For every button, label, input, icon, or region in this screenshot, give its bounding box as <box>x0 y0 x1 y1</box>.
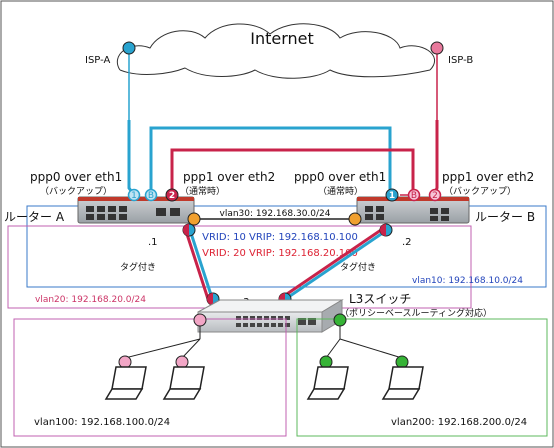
isp-b-node-icon <box>430 41 444 55</box>
l3-switch <box>197 299 344 333</box>
laptop-icon <box>381 366 424 400</box>
vlan100-box <box>13 318 287 437</box>
router-a-name: ルーター A <box>4 210 65 224</box>
vlan10-label: vlan10: 192.168.10.0/24 <box>412 276 523 286</box>
router-a-iface2-title: ppp1 over eth2 <box>183 170 275 184</box>
router-b-port1-label: 1 <box>389 191 395 201</box>
vlan200-host2-port-icon <box>395 355 409 369</box>
router-b-port-b-icon <box>407 188 421 202</box>
vlan10-box <box>26 205 547 288</box>
vlan30-label: vlan30: 192.168.30.0/24 <box>220 209 331 219</box>
router-b-iface1-sub: （通常時） <box>318 185 363 197</box>
vlan100-label: vlan100: 192.168.100.0/24 <box>34 417 170 428</box>
router-a-port2-label: 2 <box>169 191 175 201</box>
switch-vlan100-port-icon <box>193 313 207 327</box>
router-b-port2-label: 2 <box>432 191 438 201</box>
cross-link-blue <box>149 126 392 195</box>
router-a-port1-label: 1 <box>131 191 137 201</box>
router-b-port2-icon <box>428 188 442 202</box>
internet-label: Internet <box>250 29 314 48</box>
l3-switch-sub: （ポリシーベースルーティング対応） <box>340 307 492 319</box>
tagged-label-right: タグ付き <box>340 261 376 273</box>
vlan200-host1-port-icon <box>319 355 333 369</box>
router-b-iface1-title: ppp0 over eth1 <box>294 170 386 184</box>
router-a-port2-icon <box>165 188 179 202</box>
router-b-name: ルーター B <box>475 210 535 224</box>
router-a-port-b-label: B <box>148 191 154 201</box>
router-a-iface1-sub: （バックアップ） <box>40 186 112 197</box>
vlan100-host1-port-icon <box>118 355 132 369</box>
isp-a-node-icon <box>122 41 136 55</box>
router-a-port-b-icon <box>144 188 158 202</box>
vlan200-box <box>296 318 548 437</box>
router-b-trunk-port-icon <box>379 223 393 237</box>
router-b-addr: .2 <box>402 237 412 248</box>
router-a-addr: .1 <box>148 237 158 248</box>
vlan200-label: vlan200: 192.168.200.0/24 <box>391 417 527 428</box>
router-a-iface1-title: ppp0 over eth1 <box>30 170 122 184</box>
isp-b-to-router-b-link <box>432 120 439 196</box>
router-a-port1-icon <box>127 188 141 202</box>
router-a-trunk-port-icon <box>182 223 196 237</box>
router-b-port1-icon <box>385 188 399 202</box>
laptop-icon <box>104 366 147 400</box>
vlan20-label: vlan20: 192.168.20.0/24 <box>35 295 146 305</box>
router-b-vlan30-port-icon <box>348 212 362 226</box>
router-a-iface2-sub: （通常時） <box>180 185 225 197</box>
switch-vlan200-port-icon <box>333 313 347 327</box>
tagged-label-left: タグ付き <box>120 261 156 273</box>
router-a-vlan30-port-icon <box>187 212 201 226</box>
router-b-iface2-sub: （バックアップ） <box>444 186 516 197</box>
l3-switch-name: L3スイッチ <box>349 292 411 306</box>
laptop-icon <box>306 366 349 400</box>
laptop-icon <box>162 366 205 400</box>
isp-b-label: ISP-B <box>448 55 473 66</box>
vrrp-line-2: VRID: 20 VRIP: 192.168.20.100 <box>202 248 358 259</box>
vrrp-line-1: VRID: 10 VRIP: 192.168.10.100 <box>202 232 358 243</box>
router-b-iface2-title: ppp1 over eth2 <box>442 170 534 184</box>
internet-cloud: Internet <box>116 23 436 79</box>
trunk-link-b <box>283 226 388 300</box>
vlan100-host2-port-icon <box>175 355 189 369</box>
cross-link-red <box>170 148 415 195</box>
trunk-link-a <box>184 229 214 300</box>
isp-a-to-router-a-link <box>127 120 136 196</box>
isp-a-label: ISP-A <box>85 55 110 66</box>
router-b-port-b-label: B <box>411 191 417 201</box>
